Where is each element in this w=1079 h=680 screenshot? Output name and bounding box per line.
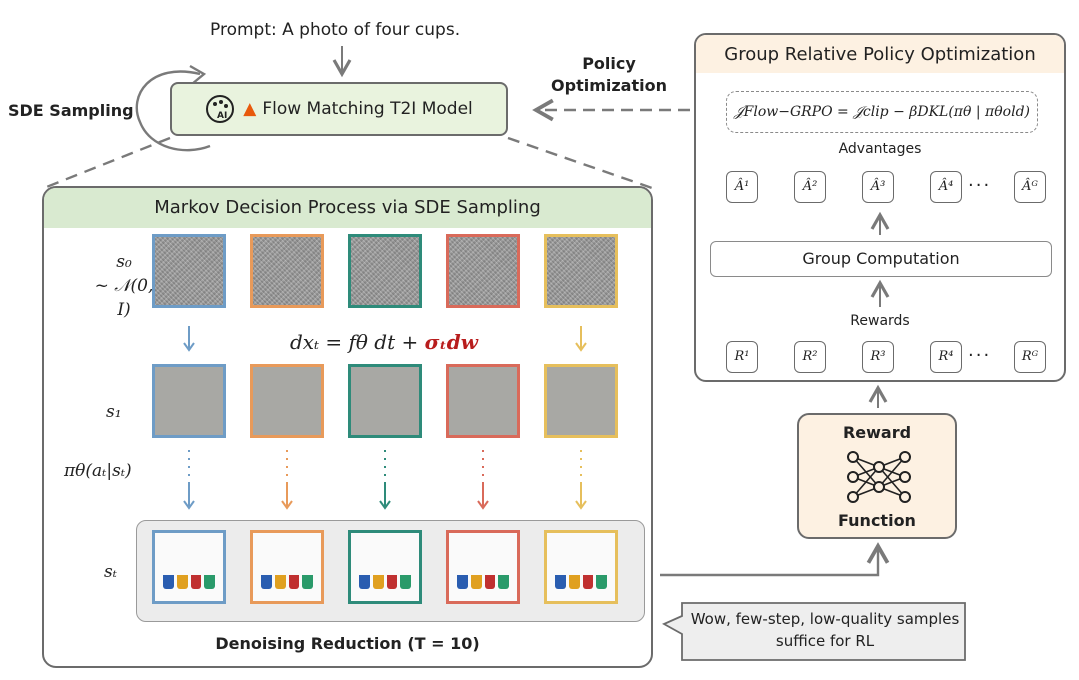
sample-tile-r2-c0 — [152, 530, 226, 604]
grpo-objective-formula: 𝒥Flow−GRPO = 𝒥clip − βDKL(πθ | πθold) — [726, 91, 1038, 133]
final-arrow-head — [183, 500, 195, 510]
row-label-s1: s₁ — [106, 402, 122, 422]
advantages-row: Â¹ Â² Â³ Â⁴ Âᴳ ··· — [696, 171, 1064, 207]
final-arrow-head — [575, 500, 587, 510]
cup-shape — [386, 575, 398, 589]
sample-tile-r2-c4 — [544, 530, 618, 604]
cup-shape — [190, 575, 202, 589]
sde-equation: dxₜ = fθ dt + σₜdw — [290, 330, 478, 354]
cup-shape — [400, 575, 411, 589]
t2i-model-box: AI ▲ Flow Matching T2I Model — [170, 82, 508, 136]
reward-label: Reward — [842, 423, 912, 442]
row-label-s0: s₀ ~ 𝒩(0, I) — [94, 250, 154, 322]
rewards-label: Rewards — [850, 313, 910, 329]
rewards-row: R¹ R² R³ R⁴ Rᴳ ··· — [696, 341, 1064, 377]
sample-tile-r1-c4 — [544, 364, 618, 438]
reward-ellipsis: ··· — [968, 345, 992, 366]
cup-shape — [359, 575, 370, 589]
cup-shape — [457, 575, 468, 589]
step-arrow-head — [183, 342, 195, 352]
policy-label-line: Policy — [582, 54, 636, 73]
cup-shape — [498, 575, 509, 589]
advantage-chip-1: Â¹ — [726, 171, 758, 203]
sample-tile-r1-c0 — [152, 364, 226, 438]
reward-chip-3: R³ — [862, 341, 894, 373]
cup-shape — [176, 575, 188, 589]
advantage-chip-4: Â⁴ — [930, 171, 962, 203]
tile-grid — [44, 188, 651, 666]
cup-shape — [555, 575, 566, 589]
cup-shape — [568, 575, 580, 589]
cup-shape — [274, 575, 286, 589]
advantage-ellipsis: ··· — [968, 175, 992, 196]
neural-network-icon — [847, 451, 911, 503]
advantage-chip-5: Âᴳ — [1014, 171, 1046, 203]
sample-tile-r0-c2 — [348, 234, 422, 308]
sample-tile-r0-c1 — [250, 234, 324, 308]
grpo-panel: Group Relative Policy Optimization 𝒥Flow… — [694, 33, 1066, 382]
cup-shape — [261, 575, 272, 589]
advantage-chip-3: Â³ — [862, 171, 894, 203]
sample-tile-r2-c3 — [446, 530, 520, 604]
cup-shape — [163, 575, 174, 589]
sde-sampling-label: SDE Sampling — [8, 101, 134, 120]
optimization-label-line: Optimization — [551, 76, 667, 95]
sample-tile-r0-c4 — [544, 234, 618, 308]
prompt-text: Prompt: A photo of four cups. — [210, 20, 461, 40]
cup-shape — [470, 575, 482, 589]
svg-text:AI: AI — [217, 111, 227, 121]
ai-palette-icon: AI — [206, 95, 235, 123]
cup-shape — [288, 575, 300, 589]
reward-function-box: Reward Function — [797, 413, 957, 539]
grpo-title: Group Relative Policy Optimization — [696, 35, 1064, 73]
cup-shape — [204, 575, 215, 589]
cup-shape — [484, 575, 496, 589]
s0-distribution-label: ~ 𝒩(0, I) — [94, 276, 154, 320]
mdp-title: Markov Decision Process via SDE Sampling — [44, 188, 651, 228]
final-arrow-head — [281, 500, 293, 510]
sde-loop-arrow — [135, 70, 211, 152]
samples-to-reward-line — [660, 542, 890, 577]
advantage-chip-2: Â² — [794, 171, 826, 203]
sample-tile-r1-c1 — [250, 364, 324, 438]
policy-optimization-label: Policy Optimization — [549, 53, 669, 97]
sample-tile-r0-c0 — [152, 234, 226, 308]
fire-icon: ▲ — [243, 99, 257, 119]
equation-noise: σₜdw — [424, 330, 478, 354]
row-label-policy: πθ(aₜ|sₜ) — [64, 461, 132, 481]
model-label: Flow Matching T2I Model — [262, 99, 473, 119]
reward-chip-4: R⁴ — [930, 341, 962, 373]
cup-shape — [372, 575, 384, 589]
bubble-text: Wow, few-step, low-quality samples suffi… — [690, 610, 960, 650]
speech-bubble — [661, 602, 966, 661]
cup-shape — [302, 575, 313, 589]
advantages-label: Advantages — [838, 141, 922, 157]
mdp-column-arrows — [183, 326, 587, 510]
row-label-sT: sₜ — [104, 562, 117, 582]
sample-tile-r1-c2 — [348, 364, 422, 438]
cup-shape — [596, 575, 607, 589]
final-arrow-head — [379, 500, 391, 510]
grpo-arrows — [870, 211, 890, 307]
sample-tile-r0-c3 — [446, 234, 520, 308]
cup-shape — [582, 575, 594, 589]
function-label: Function — [838, 511, 916, 530]
reward-chip-2: R² — [794, 341, 826, 373]
sample-tile-r1-c3 — [446, 364, 520, 438]
reward-chip-5: Rᴳ — [1014, 341, 1046, 373]
equation-drift: dxₜ = fθ dt + — [290, 330, 425, 354]
denoising-footer: Denoising Reduction (T = 10) — [215, 634, 480, 653]
sample-tile-r2-c1 — [250, 530, 324, 604]
group-computation-box: Group Computation — [710, 241, 1052, 277]
step-arrow-head — [575, 342, 587, 352]
reward-chip-1: R¹ — [726, 341, 758, 373]
s0-label: s₀ — [116, 252, 132, 272]
final-arrow-head — [477, 500, 489, 510]
sample-tile-r2-c2 — [348, 530, 422, 604]
mdp-panel: Markov Decision Process via SDE Sampling… — [42, 186, 653, 668]
